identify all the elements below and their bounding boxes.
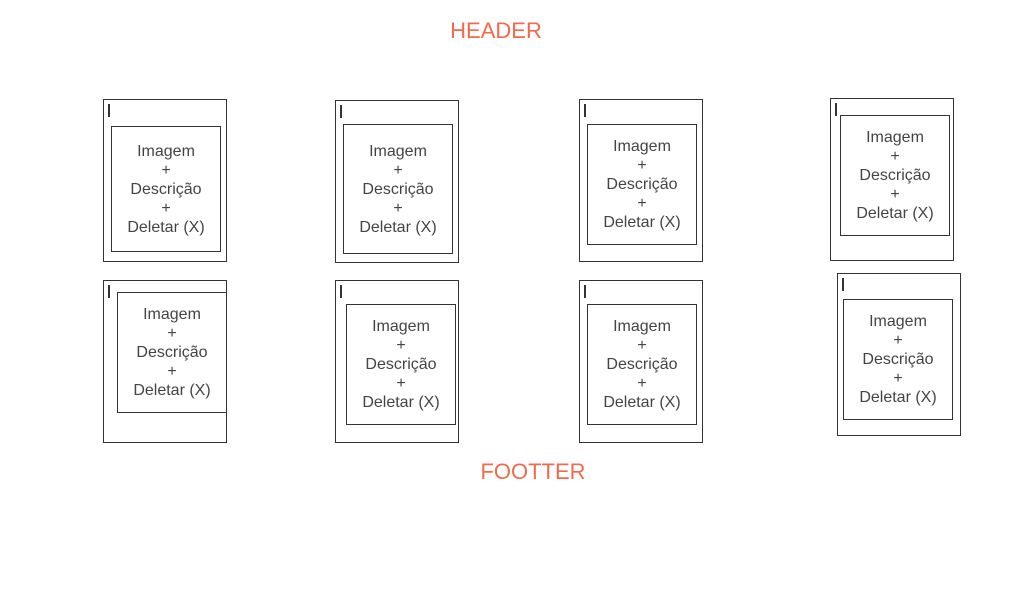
card[interactable]: Imagem + Descrição + Deletar (X) bbox=[103, 99, 227, 262]
card-content-box: Imagem + Descrição + Deletar (X) bbox=[117, 292, 227, 413]
card-delete-label: Deletar (X) bbox=[359, 218, 437, 236]
card-plus: + bbox=[893, 370, 903, 387]
card-image-label: Imagem bbox=[869, 313, 927, 330]
footer-label: FOOTTER bbox=[480, 459, 586, 484]
card-description-label: Descrição bbox=[362, 180, 434, 198]
card-image-label: Imagem bbox=[866, 129, 924, 146]
cursor-bar bbox=[835, 103, 837, 116]
card-plus: + bbox=[637, 195, 647, 212]
card-plus: + bbox=[161, 199, 171, 217]
card-plus: + bbox=[637, 337, 647, 354]
card[interactable]: Imagem + Descrição + Deletar (X) bbox=[103, 280, 227, 443]
card-delete-label: Deletar (X) bbox=[133, 382, 211, 399]
cursor-bar bbox=[108, 285, 110, 298]
card[interactable]: Imagem + Descrição + Deletar (X) bbox=[579, 99, 703, 262]
card-content-box: Imagem + Descrição + Deletar (X) bbox=[346, 304, 456, 425]
card-delete-label: Deletar (X) bbox=[603, 214, 681, 231]
header-label: HEADER bbox=[450, 18, 542, 43]
cursor-bar bbox=[584, 104, 586, 117]
card-image-label: Imagem bbox=[369, 142, 427, 160]
card-plus: + bbox=[167, 363, 177, 380]
cursor-bar bbox=[340, 285, 342, 298]
card-description-label: Descrição bbox=[606, 356, 678, 373]
card-plus: + bbox=[167, 325, 177, 342]
card-plus: + bbox=[637, 157, 647, 174]
card-plus: + bbox=[393, 199, 403, 217]
card-description-label: Descrição bbox=[365, 356, 437, 373]
card-plus: + bbox=[396, 337, 406, 354]
card-content-box: Imagem + Descrição + Deletar (X) bbox=[111, 126, 221, 252]
card-plus: + bbox=[893, 332, 903, 349]
card-plus: + bbox=[396, 375, 406, 392]
card-description-label: Descrição bbox=[130, 180, 202, 198]
card-content-box: Imagem + Descrição + Deletar (X) bbox=[343, 124, 453, 254]
card-description-label: Descrição bbox=[136, 344, 208, 361]
card-content-box: Imagem + Descrição + Deletar (X) bbox=[587, 304, 697, 425]
card-content-box: Imagem + Descrição + Deletar (X) bbox=[840, 115, 950, 236]
card-image-label: Imagem bbox=[613, 318, 671, 335]
cursor-bar bbox=[108, 104, 110, 117]
card-image-label: Imagem bbox=[137, 142, 195, 160]
card-description-label: Descrição bbox=[606, 176, 678, 193]
card-delete-label: Deletar (X) bbox=[362, 394, 440, 411]
card-plus: + bbox=[890, 186, 900, 203]
card[interactable]: Imagem + Descrição + Deletar (X) bbox=[335, 100, 459, 263]
card[interactable]: Imagem + Descrição + Deletar (X) bbox=[830, 98, 954, 261]
card-delete-label: Deletar (X) bbox=[856, 205, 934, 222]
card[interactable]: Imagem + Descrição + Deletar (X) bbox=[837, 273, 961, 436]
card-content-box: Imagem + Descrição + Deletar (X) bbox=[843, 299, 953, 420]
card-plus: + bbox=[393, 161, 403, 179]
card-description-label: Descrição bbox=[862, 351, 934, 368]
card-delete-label: Deletar (X) bbox=[127, 218, 205, 236]
card[interactable]: Imagem + Descrição + Deletar (X) bbox=[335, 280, 459, 443]
cursor-bar bbox=[584, 285, 586, 298]
card-plus: + bbox=[637, 375, 647, 392]
card-image-label: Imagem bbox=[372, 318, 430, 335]
card-plus: + bbox=[890, 148, 900, 165]
card-image-label: Imagem bbox=[143, 306, 201, 323]
card-image-label: Imagem bbox=[613, 138, 671, 155]
cursor-bar bbox=[340, 105, 342, 118]
card-content-box: Imagem + Descrição + Deletar (X) bbox=[587, 124, 697, 245]
card-delete-label: Deletar (X) bbox=[603, 394, 681, 411]
card-delete-label: Deletar (X) bbox=[859, 389, 937, 406]
card-plus: + bbox=[161, 161, 171, 179]
card-description-label: Descrição bbox=[859, 167, 931, 184]
cursor-bar bbox=[842, 278, 844, 291]
card[interactable]: Imagem + Descrição + Deletar (X) bbox=[579, 280, 703, 443]
